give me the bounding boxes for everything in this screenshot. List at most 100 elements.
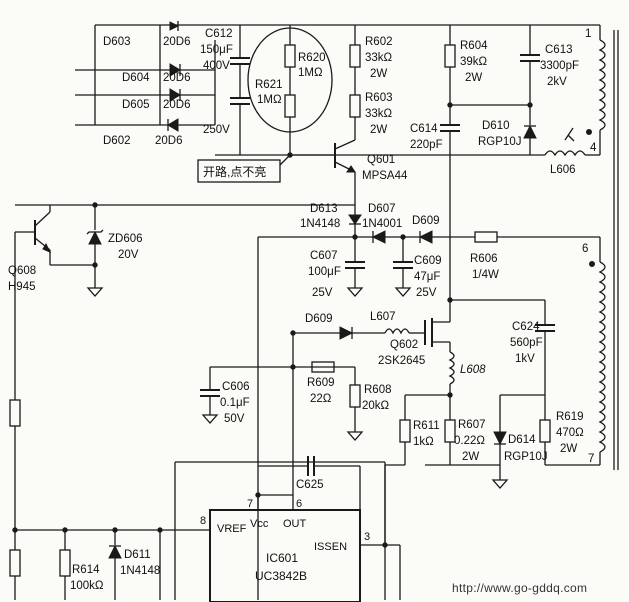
label-d604-type: 20D6: [163, 72, 191, 84]
label-r608: R608: [364, 384, 392, 396]
label-c612-voltage2: 250V: [203, 124, 230, 136]
resistor-r607: [425, 395, 500, 466]
resistors-r602-r603: [349, 25, 361, 140]
label-pin-issen: ISSEN: [314, 541, 347, 553]
diode-d605: [169, 88, 181, 102]
label-q601: Q601: [367, 154, 395, 166]
label-d602-type: 20D6: [155, 135, 183, 147]
label-c624-voltage: 1kV: [515, 353, 535, 365]
label-d610: D610: [482, 120, 510, 132]
diode-d602: [167, 118, 179, 132]
label-r609: R609: [307, 377, 335, 389]
label-c625: C625: [296, 479, 324, 491]
label-zd606: ZD606: [108, 233, 143, 245]
label-c607-value: 100μF: [308, 266, 341, 278]
capacitor-c609: [393, 237, 413, 297]
label-d607-type: 1N4001: [362, 218, 402, 230]
label-pin-3: 3: [364, 531, 370, 543]
label-d605-type: 20D6: [163, 99, 191, 111]
transformer-aux: [545, 237, 606, 466]
label-r621-value: 1MΩ: [257, 94, 282, 106]
vref-network: [9, 399, 190, 600]
label-c612-voltage: 400V: [203, 60, 230, 72]
label-r606: R606: [470, 253, 498, 265]
resistor-r608: [346, 367, 364, 441]
label-r611: R611: [413, 420, 440, 432]
label-r614-value: 100kΩ: [70, 580, 104, 592]
label-r621: R621: [255, 79, 283, 91]
label-d602: D602: [103, 135, 131, 147]
label-pin-8: 8: [200, 515, 206, 527]
label-pin-4: 4: [590, 142, 597, 154]
label-pin-vref: VREF: [217, 523, 247, 535]
label-q602: Q602: [390, 339, 418, 351]
transformer-primary: [586, 25, 619, 470]
component-labels: C612 150μF 400V 250V D603 20D6 D604 20D6…: [8, 28, 597, 595]
label-d604: D604: [122, 72, 150, 84]
label-pin-vcc: Vcc: [250, 518, 269, 530]
label-c613-voltage: 2kV: [547, 76, 567, 88]
gate-drive: [290, 326, 425, 495]
resistors-r620-r621-highlight: [247, 25, 333, 158]
label-d611-type: 1N4148: [120, 565, 160, 577]
capacitor-c607: [345, 237, 365, 297]
label-r603-watt: 2W: [370, 124, 387, 136]
zener-zd606: [86, 202, 104, 297]
label-d613: D613: [310, 203, 338, 215]
label-r619-value: 470Ω: [556, 427, 584, 439]
label-c609-value: 47μF: [414, 271, 440, 283]
label-l606: L606: [550, 164, 576, 176]
label-r602: R602: [365, 36, 393, 48]
label-c607-voltage: 25V: [312, 287, 333, 299]
label-r607-watt: 2W: [462, 451, 479, 463]
label-c607: C607: [310, 250, 338, 262]
label-q608-type: H945: [8, 281, 36, 293]
label-r602-watt: 2W: [370, 68, 387, 80]
label-c612-value: 150μF: [200, 44, 233, 56]
label-pin-1: 1: [585, 28, 591, 40]
label-d614: D614: [508, 434, 536, 446]
label-c606-voltage: 50V: [224, 413, 245, 425]
transistor-q601: [290, 139, 356, 210]
resistor-r611: [384, 395, 411, 545]
label-d609b: D609: [305, 313, 333, 325]
label-r607: R607: [458, 419, 486, 431]
label-r604-value: 39kΩ: [460, 56, 488, 68]
label-pin-7: 7: [588, 453, 594, 465]
label-r619-watt: 2W: [560, 443, 577, 455]
diode-d614: [491, 395, 509, 489]
aux-diodes: [257, 210, 600, 600]
capacitor-c612: [230, 25, 250, 155]
label-pin-out: OUT: [283, 518, 307, 530]
fault-note: [197, 154, 291, 183]
label-d603-type: 20D6: [163, 36, 191, 48]
label-d610-type: RGP10J: [478, 136, 521, 148]
label-q602-type: 2SK2645: [378, 355, 425, 367]
label-c624: C624: [512, 321, 540, 333]
label-q608: Q608: [8, 265, 36, 277]
diode-d603: [169, 21, 180, 31]
label-c606: C606: [222, 381, 250, 393]
label-c613: C613: [545, 44, 573, 56]
label-d609: D609: [412, 215, 440, 227]
label-c614: C614: [410, 123, 438, 135]
label-r604: R604: [460, 40, 488, 52]
label-d614-type: RGP10J: [504, 451, 547, 463]
snubber-section: [440, 25, 600, 300]
label-zd606-value: 20V: [118, 249, 139, 261]
label-c614-value: 220pF: [410, 139, 443, 151]
diode-d604: [169, 63, 181, 77]
label-pin-6: 6: [582, 243, 588, 255]
label-d611: D611: [124, 549, 151, 561]
capacitor-c624: [500, 300, 555, 465]
label-c612: C612: [205, 28, 233, 40]
label-r603-value: 33kΩ: [365, 108, 393, 120]
label-r619: R619: [556, 411, 584, 423]
label-r620: R620: [298, 52, 326, 64]
label-q601-type: MPSA44: [362, 170, 408, 182]
label-d605: D605: [122, 99, 150, 111]
label-c606-value: 0.1μF: [220, 397, 250, 409]
label-c609: C609: [414, 255, 442, 267]
label-r607-value: 0.22Ω: [454, 435, 485, 447]
